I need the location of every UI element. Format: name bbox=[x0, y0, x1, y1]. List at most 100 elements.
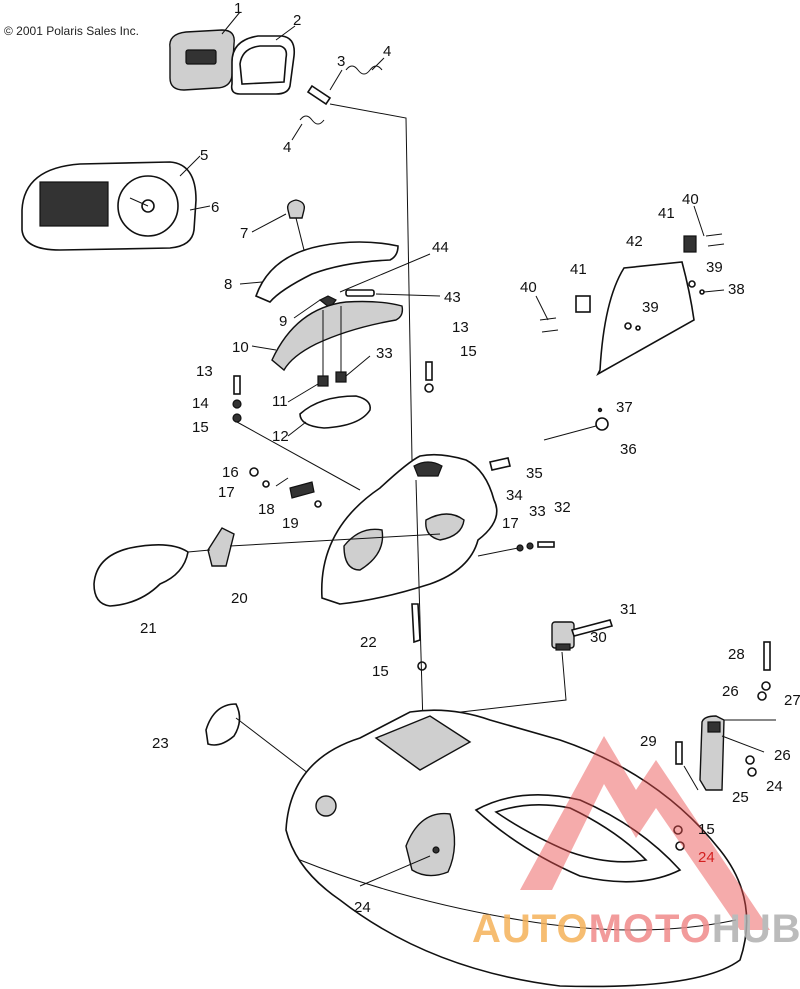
part-39-washer-lower bbox=[624, 322, 632, 330]
callout-23: 23 bbox=[152, 735, 169, 752]
callout-33-right: 33 bbox=[529, 503, 546, 520]
part-3-cable-end bbox=[306, 84, 332, 106]
part-39-washer-upper bbox=[688, 280, 696, 288]
callout-41-upper: 41 bbox=[658, 205, 675, 222]
part-24-nut-lower bbox=[675, 841, 685, 851]
callout-17-right: 17 bbox=[502, 515, 519, 532]
callout-14: 14 bbox=[192, 395, 209, 412]
callout-13-left: 13 bbox=[196, 363, 213, 380]
callout-1: 1 bbox=[234, 0, 242, 17]
callout-24-right: 24 bbox=[766, 778, 783, 795]
part-29-bolt bbox=[675, 741, 683, 765]
part-43-pin bbox=[345, 289, 375, 297]
part-24-nut-right bbox=[747, 767, 757, 777]
part-19-screw bbox=[314, 500, 322, 508]
callout-28: 28 bbox=[728, 646, 745, 663]
callout-25: 25 bbox=[732, 789, 749, 806]
callout-36: 36 bbox=[620, 441, 637, 458]
part-41-clip-lower bbox=[575, 295, 591, 313]
part-27-nut bbox=[761, 681, 771, 691]
part-14-washer bbox=[232, 399, 242, 409]
callout-30: 30 bbox=[590, 629, 607, 646]
callout-13-center: 13 bbox=[452, 319, 469, 336]
callout-21: 21 bbox=[140, 620, 157, 637]
part-21-mirror bbox=[93, 544, 189, 607]
callout-33-upper: 33 bbox=[376, 345, 393, 362]
callout-4-upper: 4 bbox=[383, 43, 391, 60]
part-37-pin-small bbox=[597, 407, 603, 413]
callout-31: 31 bbox=[620, 601, 637, 618]
part-15-washer-left bbox=[232, 413, 242, 423]
callout-22: 22 bbox=[360, 634, 377, 651]
callout-7: 7 bbox=[240, 225, 248, 242]
callout-44: 44 bbox=[432, 239, 449, 256]
part-20-mirror-mount bbox=[207, 527, 235, 567]
callout-15-right: 15 bbox=[698, 821, 715, 838]
part-32-bolt bbox=[537, 541, 555, 548]
part-15-washer-center bbox=[424, 383, 434, 393]
callout-40-upper: 40 bbox=[682, 191, 699, 208]
callout-6: 6 bbox=[211, 199, 219, 216]
watermark-text-a: AUTOMOTOHUB bbox=[472, 907, 800, 951]
copyright-notice: © 2001 Polaris Sales Inc. bbox=[4, 24, 139, 38]
callout-8: 8 bbox=[224, 276, 232, 293]
callout-43: 43 bbox=[444, 289, 461, 306]
part-10-lower-cover bbox=[271, 300, 404, 372]
callout-11: 11 bbox=[272, 393, 288, 410]
part-16-nut bbox=[249, 467, 259, 477]
part-26-washer-lower bbox=[745, 755, 755, 765]
callout-24-bottom: 24 bbox=[354, 899, 371, 916]
part-35-clip bbox=[489, 457, 511, 471]
callout-10: 10 bbox=[232, 339, 249, 356]
part-40-screws-upper bbox=[705, 233, 725, 247]
part-22-cable-fitting bbox=[411, 603, 421, 644]
callout-40-lower: 40 bbox=[520, 279, 537, 296]
callout-26-upper: 26 bbox=[722, 683, 739, 700]
callout-2: 2 bbox=[293, 12, 301, 29]
part-26-washer-upper bbox=[757, 691, 767, 701]
part-23-lens-cover bbox=[205, 703, 241, 746]
hull-deck bbox=[285, 709, 748, 988]
part-4-spring-lower bbox=[299, 115, 325, 125]
callout-12: 12 bbox=[272, 428, 289, 445]
callout-labels: 1 2 3 4 4 5 6 7 8 9 10 11 12 13 13 14 15… bbox=[140, 0, 800, 916]
part-25-bracket bbox=[699, 715, 725, 791]
callout-26-lower: 26 bbox=[774, 747, 791, 764]
part-31-tether bbox=[570, 619, 614, 637]
callout-41-lower: 41 bbox=[570, 261, 587, 278]
part-40-screws-lower bbox=[539, 317, 559, 333]
callout-35: 35 bbox=[526, 465, 543, 482]
part-8-upper-cover bbox=[254, 241, 399, 303]
part-11-nut-pair bbox=[317, 306, 347, 387]
part-17-washer-left bbox=[262, 480, 270, 488]
part-13-bolt-center bbox=[425, 361, 433, 381]
callout-37: 37 bbox=[616, 399, 633, 416]
part-7-knob bbox=[286, 199, 306, 251]
callout-15-mid: 15 bbox=[372, 663, 389, 680]
callout-3: 3 bbox=[337, 53, 345, 70]
callout-19: 19 bbox=[282, 515, 299, 532]
callout-32: 32 bbox=[554, 499, 571, 516]
callout-38: 38 bbox=[728, 281, 745, 298]
part-6-gauge-cluster bbox=[39, 175, 179, 237]
part-36-grommet bbox=[595, 417, 609, 431]
callout-15-center: 15 bbox=[460, 343, 477, 360]
callout-16: 16 bbox=[222, 464, 239, 481]
callout-27: 27 bbox=[784, 692, 800, 709]
part-13-bolt-left bbox=[233, 375, 241, 395]
part-18-bracket bbox=[275, 477, 315, 499]
part-30-fuel-cap bbox=[551, 621, 575, 651]
part-12-gasket bbox=[299, 395, 372, 429]
callout-17-left: 17 bbox=[218, 484, 235, 501]
part-15-washer-mid bbox=[417, 661, 427, 671]
callout-42: 42 bbox=[626, 233, 643, 250]
callout-20: 20 bbox=[231, 590, 248, 607]
part-15-washer-right bbox=[673, 825, 683, 835]
callout-39-lower: 39 bbox=[642, 299, 659, 316]
part-42-side-panel bbox=[596, 261, 695, 376]
watermark: AUTOMOTOHUB bbox=[472, 736, 800, 951]
part-28-bolt bbox=[763, 641, 771, 671]
callout-5: 5 bbox=[200, 147, 208, 164]
callout-39-upper: 39 bbox=[706, 259, 723, 276]
